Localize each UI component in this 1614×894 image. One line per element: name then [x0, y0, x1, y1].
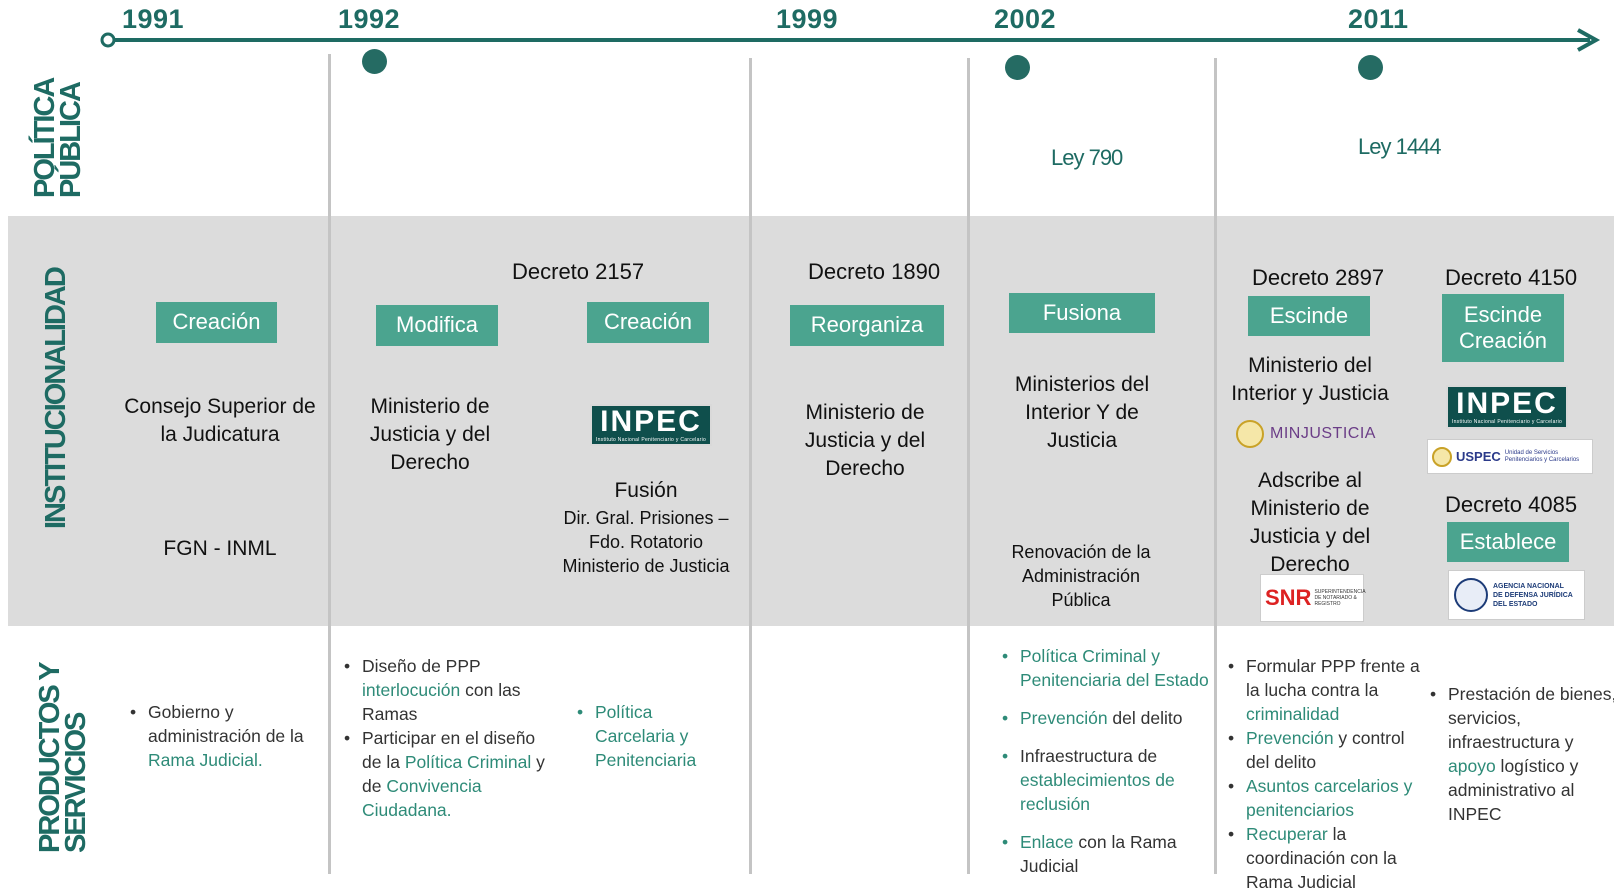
inpec-logo-2011-subtitle: Instituto Nacional Penitenciario y Carce…: [1451, 419, 1563, 425]
tag-creacion-1991: Creación: [156, 302, 277, 343]
decreto-4150: Decreto 4150: [1445, 265, 1578, 290]
list-item: Asuntos carcelarios y penitenciarios: [1228, 774, 1424, 822]
decreto-2157: Decreto 2157: [512, 259, 645, 284]
list-item: Formular PPP frente a la lucha contra la…: [1228, 654, 1424, 726]
andje-logo-text: AGENCIA NACIONAL DE DEFENSA JURÍDICA DEL…: [1493, 582, 1573, 608]
minjusticia-logo-text: MINJUSTICIA: [1270, 425, 1376, 442]
entity-ministerio-justicia-1999: Ministerio de Justicia y del Derecho: [804, 401, 926, 480]
list-item: Prevención y control del delito: [1228, 726, 1424, 774]
tag-escinde-2011: Escinde: [1248, 296, 1370, 336]
list-item: Participar en el diseño de la Política C…: [344, 726, 552, 822]
list-item: Política Criminal y Penitenciaria del Es…: [1002, 644, 1230, 692]
list-item: Recuperar la coordinación con la Rama Ju…: [1228, 822, 1424, 894]
uspec-logo-subtitle: Unidad de Servicios Penitenciarios y Car…: [1504, 449, 1580, 463]
productos-2011a: Formular PPP frente a la lucha contra la…: [1224, 654, 1424, 894]
tag-escinde-creacion-2011: Escinde Creación: [1442, 294, 1564, 362]
year-1999: 1999: [776, 4, 839, 34]
snr-logo-text: SNR: [1265, 585, 1312, 610]
list-item: Diseño de PPP interlocución con las Rama…: [344, 654, 552, 726]
productos-1992a: Diseño de PPP interlocución con las Rama…: [340, 654, 552, 822]
andje-logo: AGENCIA NACIONAL DE DEFENSA JURÍDICA DEL…: [1448, 570, 1585, 620]
year-1991: 1991: [122, 4, 185, 34]
uspec-seal-icon: [1432, 446, 1452, 467]
year-1992: 1992: [338, 4, 401, 34]
entity-adscribe-ministerio: Adscribe al Ministerio de Justicia y del…: [1249, 469, 1371, 576]
tag-modifica-1992: Modifica: [376, 305, 498, 346]
minjusticia-logo: MINJUSTICIA: [1236, 416, 1376, 452]
list-item: Prestación de bienes, servicios, infraes…: [1430, 682, 1614, 826]
list-item: Enlace con la Rama Judicial: [1002, 830, 1230, 878]
inpec-logo: INPEC Instituto Nacional Penitenciario y…: [590, 404, 712, 446]
snr-logo-subtitle: SUPERINTENDENCIA DE NOTARIADO & REGISTRO: [1314, 589, 1366, 607]
list-item: Gobierno y administración de la Rama Jud…: [130, 700, 338, 772]
ley-790: Ley 790: [1051, 145, 1123, 170]
tag-reorganiza-1999: Reorganiza: [790, 305, 944, 346]
institucionalidad-band: [8, 216, 1614, 626]
entity-ministerio-justicia-1992: Ministerio de Justicia y del Derecho: [369, 395, 491, 474]
inpec-logo-text: INPEC: [600, 405, 702, 438]
inpec-logo-subtitle: Instituto Nacional Penitenciario y Carce…: [595, 437, 707, 443]
inpec-logo-2011-text: INPEC: [1456, 387, 1558, 420]
andje-seal-icon: [1454, 578, 1488, 612]
separator-1992: [328, 54, 331, 874]
entity-ministerios-interior-justicia: Ministerios del Interior Y de Justicia: [1014, 373, 1150, 452]
uspec-logo: USPEC Unidad de Servicios Penitenciarios…: [1427, 439, 1593, 474]
entity-ministerio-interior-justicia: Ministerio del Interior y Justicia: [1231, 354, 1389, 405]
entity-fgn-inml: FGN - INML: [163, 537, 277, 560]
decreto-1890: Decreto 1890: [808, 259, 941, 284]
uspec-logo-text: USPEC: [1456, 449, 1501, 464]
colombia-seal-icon: [1236, 420, 1264, 448]
separator-2002: [967, 58, 970, 874]
tag-creacion-1992: Creación: [587, 302, 709, 343]
tag-fusiona-2002: Fusiona: [1009, 293, 1155, 333]
timeline-axis: [100, 28, 1601, 52]
list-item: Infraestructura de establecimientos de r…: [1002, 744, 1230, 816]
tag-establece-2011: Establece: [1447, 522, 1569, 562]
productos-1991: Gobierno y administración de la Rama Jud…: [126, 700, 338, 772]
fusion-label: Fusión: [614, 479, 678, 502]
renovacion-administracion: Renovación de la Administración Pública: [1011, 542, 1151, 610]
snr-logo: SNR SUPERINTENDENCIA DE NOTARIADO & REGI…: [1260, 574, 1366, 622]
entity-consejo-superior: Consejo Superior de la Judicatura: [124, 395, 316, 446]
milestone-dot-2011: [1358, 55, 1383, 80]
year-2011: 2011: [1348, 4, 1409, 34]
year-2002: 2002: [994, 4, 1057, 34]
decreto-2897: Decreto 2897: [1252, 265, 1385, 290]
ley-1444: Ley 1444: [1358, 134, 1442, 159]
list-item: Política Carcelaria y Penitenciaria: [577, 700, 735, 772]
list-item: Prevención del delito: [1002, 706, 1230, 730]
productos-1992b: Política Carcelaria y Penitenciaria: [573, 700, 735, 772]
milestone-dot-2002: [1005, 55, 1030, 80]
row-label-institucionalidad: INSTITUCIONALIDAD: [40, 268, 72, 529]
inpec-logo-2011: INPEC Instituto Nacional Penitenciario y…: [1446, 385, 1568, 429]
milestone-dot-1992: [362, 49, 387, 74]
productos-2002: Política Criminal y Penitenciaria del Es…: [998, 644, 1230, 878]
fusion-detail: Dir. Gral. Prisiones – Fdo. Rotatorio Mi…: [562, 508, 730, 576]
productos-2011b: Prestación de bienes, servicios, infraes…: [1426, 682, 1614, 826]
separator-1999: [749, 58, 752, 874]
decreto-4085: Decreto 4085: [1445, 492, 1578, 517]
separator-2011: [1214, 58, 1217, 874]
